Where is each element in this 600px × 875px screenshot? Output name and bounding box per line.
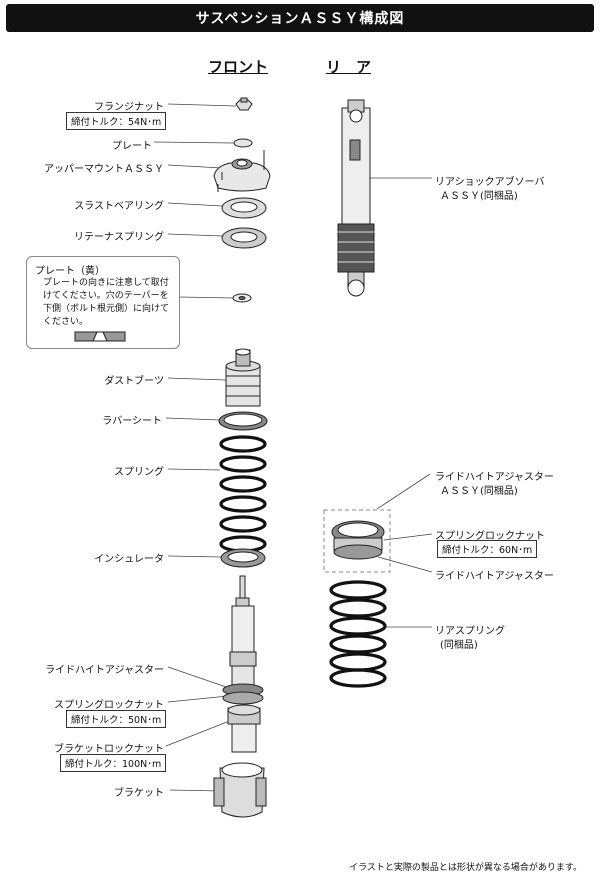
- label-bracket-lock-nut: ブラケットロックナット: [54, 744, 164, 755]
- label-flange-nut: フランジナット: [94, 102, 164, 113]
- rear-heading: リ ア: [326, 58, 372, 76]
- label-ride-height-adjuster: ライドハイトアジャスター: [45, 665, 164, 676]
- insulator-part: [220, 548, 266, 568]
- note-body: プレートの向きに注意して取付けてください。穴のテーパーを下側（ボルト根元側）に向…: [43, 278, 170, 327]
- label-plate: プレート: [112, 141, 152, 152]
- upper-mount-part: [213, 150, 271, 192]
- label-rear-ride-height-adjuster: ライドハイトアジャスター: [435, 571, 554, 582]
- label-rear-spring-line2: (同梱品): [440, 640, 478, 651]
- label-insulator: インシュレータ: [94, 554, 164, 565]
- label-rh-assy-line2: ＡＳＳＹ(同梱品): [440, 486, 518, 497]
- yellow-plate-note: プレート（黄） プレートの向きに注意して取付けてください。穴のテーパーを下側（ボ…: [26, 256, 180, 349]
- plate-part: [233, 138, 253, 148]
- label-spring: スプリング: [114, 467, 164, 478]
- label-rear-shock-line1: リアショックアブソーバ: [435, 177, 545, 188]
- torque-flange-nut: 締付トルク：54N･m: [66, 112, 167, 130]
- rear-shock-part: [337, 99, 375, 297]
- label-rh-assy-line1: ライドハイトアジャスター: [435, 472, 554, 483]
- retainer-spring-part: [221, 227, 267, 249]
- label-thrust-bearing: スラストベアリング: [74, 201, 164, 212]
- bracket-part: [213, 762, 267, 818]
- note-title: プレート（黄）: [35, 266, 105, 277]
- label-rear-shock-line2: ＡＳＳＹ(同梱品): [440, 191, 518, 202]
- rubber-sheet-part: [218, 411, 268, 431]
- rh-adjuster-assy-box: [323, 509, 391, 573]
- footer-disclaimer: イラストと実際の製品とは形状が異なる場合があります。: [349, 863, 582, 873]
- dust-boot-part: [225, 348, 261, 407]
- torque-bracket-lock-nut: 締付トルク：100N･m: [60, 754, 167, 772]
- leader-lines: [153, 103, 433, 792]
- label-bracket: ブラケット: [114, 788, 164, 799]
- front-spring-part: [219, 435, 267, 553]
- rear-spring-part: [329, 580, 387, 688]
- front-heading: フロント: [208, 58, 269, 76]
- label-retainer-spring: リテーナスプリング: [74, 232, 164, 243]
- torque-rear-spring-lock-nut: 締付トルク：60N･m: [437, 540, 538, 558]
- front-assembly: [213, 97, 271, 818]
- label-spring-lock-nut: スプリングロックナット: [54, 700, 164, 711]
- rear-ride-height-adjuster-part: [333, 537, 383, 560]
- label-upper-mount: アッパーマウントＡＳＳＹ: [44, 164, 164, 175]
- page-title: サスペンションＡＳＳＹ構成図: [6, 4, 594, 32]
- thrust-bearing-part: [221, 197, 267, 219]
- label-rear-spring-lock-nut: スプリングロックナット: [435, 531, 545, 542]
- flange-nut-part: [235, 97, 253, 111]
- torque-spring-lock-nut: 締付トルク：50N･m: [66, 710, 167, 728]
- yellow-plate-part: [232, 293, 252, 303]
- rear-assembly: [323, 99, 391, 688]
- plate-section-icon: [74, 331, 126, 342]
- label-rubber-sheet: ラバーシート: [102, 416, 162, 427]
- label-dust-boot: ダストブーツ: [104, 376, 164, 387]
- front-shock-part: [222, 575, 264, 753]
- label-rear-spring-line1: リアスプリング: [435, 626, 505, 637]
